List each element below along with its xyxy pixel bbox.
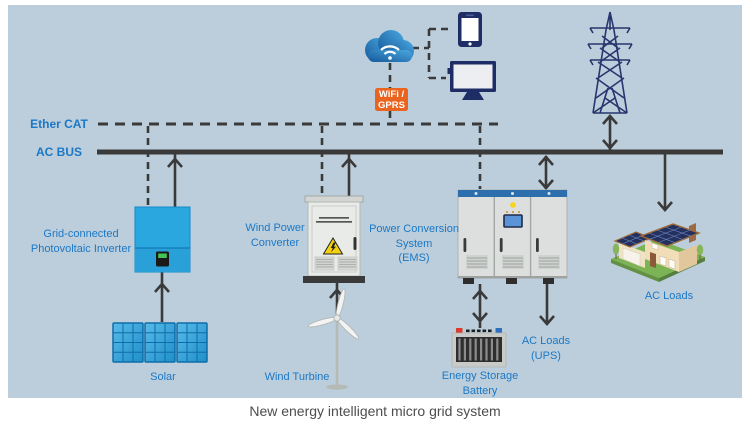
solar-panels-icon [112,322,208,363]
house-solar-icon [611,223,705,282]
bus-lines [97,122,723,155]
wifi-arc-outer [380,45,400,51]
arrowhead-up [538,155,554,166]
cabinet-text-line [316,221,352,223]
cabinet-handle [499,238,503,252]
ups-loads-label: AC Loads (UPS) [521,335,571,362]
arrowhead-up [602,114,618,125]
wind-converter-cabinet-icon [303,195,365,283]
solar-label: Solar [150,371,176,383]
dashed-connectors [146,27,482,207]
indicator-light [510,202,516,208]
arrowhead-up [154,282,170,293]
arrowhead-down [602,139,618,150]
house-door [650,252,656,268]
ac-bus-label: AC BUS [35,145,82,159]
smartphone-icon [458,12,482,47]
arrowhead-up [341,157,357,168]
pcs-cabinet-icon [457,189,568,284]
diagram-title: New energy intelligent micro grid system [249,403,501,419]
pcs-label: Power Conversion System (EMS) [369,223,459,264]
arrowhead-up [472,289,488,300]
wind-turbine-icon [307,288,360,390]
battery-label: Energy Storage Battery [441,370,519,397]
battery-terminal-negative [495,328,502,333]
ether-cat-label: Ether CAT [30,117,88,131]
wifi-gprs-badge: WiFi / GPRS [375,88,408,111]
badge-line: WiFi / [378,89,405,100]
wifi-arc-inner [383,50,397,55]
monitor-icon [447,61,496,100]
pv-inverter-label: Grid-connected Photovoltaic Inverter [30,228,132,255]
wind-converter-label: Wind Power Converter [245,222,305,249]
cabinet-handle [536,238,539,252]
vent-grille [314,256,358,271]
cloud-wifi-icon [365,30,414,62]
arrowhead-down [538,179,554,190]
pcs-display [503,214,523,228]
arrowhead-up [167,157,183,168]
pv-inverter-icon [134,206,191,273]
arrowhead-down [657,201,673,212]
battery-terminal-positive [456,328,463,333]
cabinet-handle [353,237,357,250]
arrowhead-down [472,312,488,323]
wifi-dot [388,56,392,60]
ac-loads-label: AC Loads [644,290,694,302]
cabinet-handle [463,238,467,252]
transmission-tower-icon [587,11,633,114]
arrowhead-down [539,315,555,326]
wind-turbine-label: Wind Turbine [264,371,330,383]
badge-line: GPRS [378,99,405,111]
battery-icon [451,328,507,368]
cabinet-text-line [319,217,349,219]
vent-grille [466,255,560,269]
